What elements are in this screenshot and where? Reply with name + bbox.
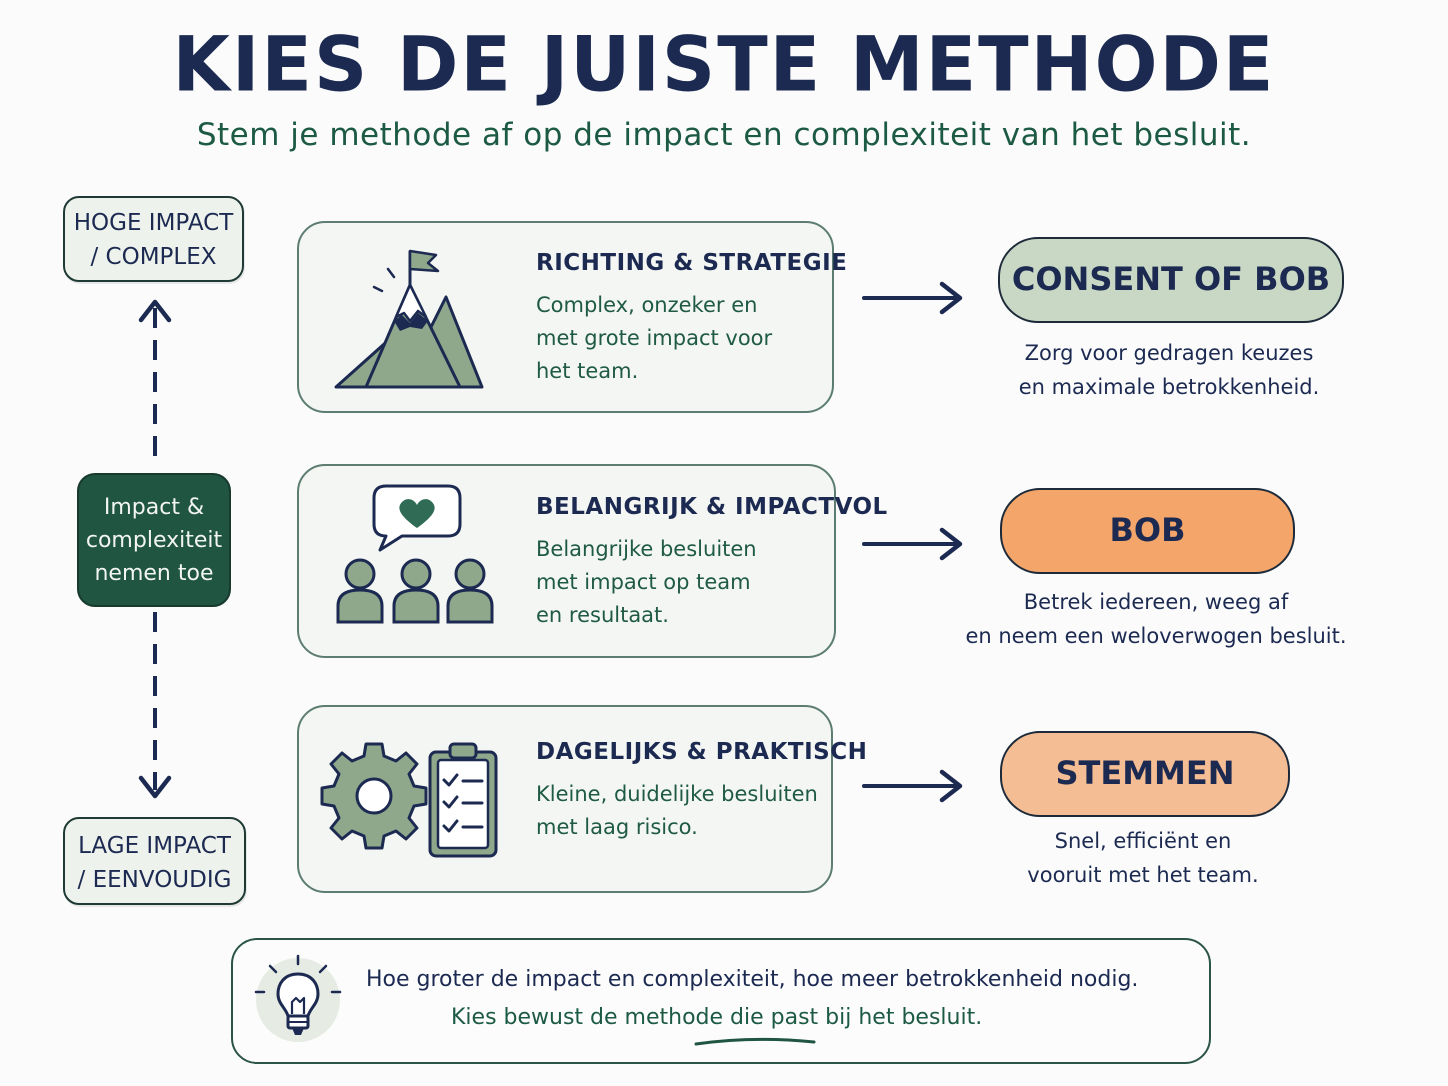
arrow-right-icon [862,527,963,561]
method-description: Zorg voor gedragen keuzes en maximale be… [1018,341,1320,399]
row-heading: BELANGRIJK & IMPACTVOL [536,494,888,520]
tip-text-primary: Hoe groter de impact en complexiteit, ho… [366,967,1139,992]
row-heading: DAGELIJKS & PRAKTISCH [536,739,868,765]
arrow-right-icon [862,769,963,803]
row-description: Kleine, duidelijke besluiten met laag ri… [536,782,818,839]
tip-box [231,938,1211,1064]
lightbulb-icon [254,954,342,1042]
arrow-right-icon [862,281,963,315]
impact-increase-label: Impact & complexiteit nemen toe [77,473,231,607]
method-pill-stemmen: STEMMEN [1000,731,1290,817]
team-heart-icon [336,484,494,624]
method-pill-bob: BOB [1000,488,1295,574]
underline-accent [694,1037,816,1046]
low-impact-label: LAGE IMPACT / EENVOUDIG [63,817,246,905]
gear-checklist-icon [320,742,498,858]
page-title: KIES DE JUISTE METHODE [172,21,1276,109]
high-impact-label: HOGE IMPACT / COMPLEX [63,196,244,282]
row-heading: RICHTING & STRATEGIE [536,250,848,276]
tip-text-secondary: Kies bewust de methode die past bij het … [451,1005,983,1030]
method-description: Betrek iedereen, weeg af en neem een wel… [965,590,1347,648]
row-description: Belangrijke besluiten met impact op team… [536,537,757,627]
method-description: Snel, efficiënt en vooruit met het team. [1027,829,1259,887]
row-description: Complex, onzeker en met grote impact voo… [536,293,773,383]
mountain-flag-icon [334,249,484,389]
row-card-daily [297,705,833,893]
page-subtitle: Stem je methode af op de impact en compl… [196,117,1252,153]
method-pill-consent: CONSENT OF BOB [998,237,1344,323]
scale-arrow [138,299,172,799]
